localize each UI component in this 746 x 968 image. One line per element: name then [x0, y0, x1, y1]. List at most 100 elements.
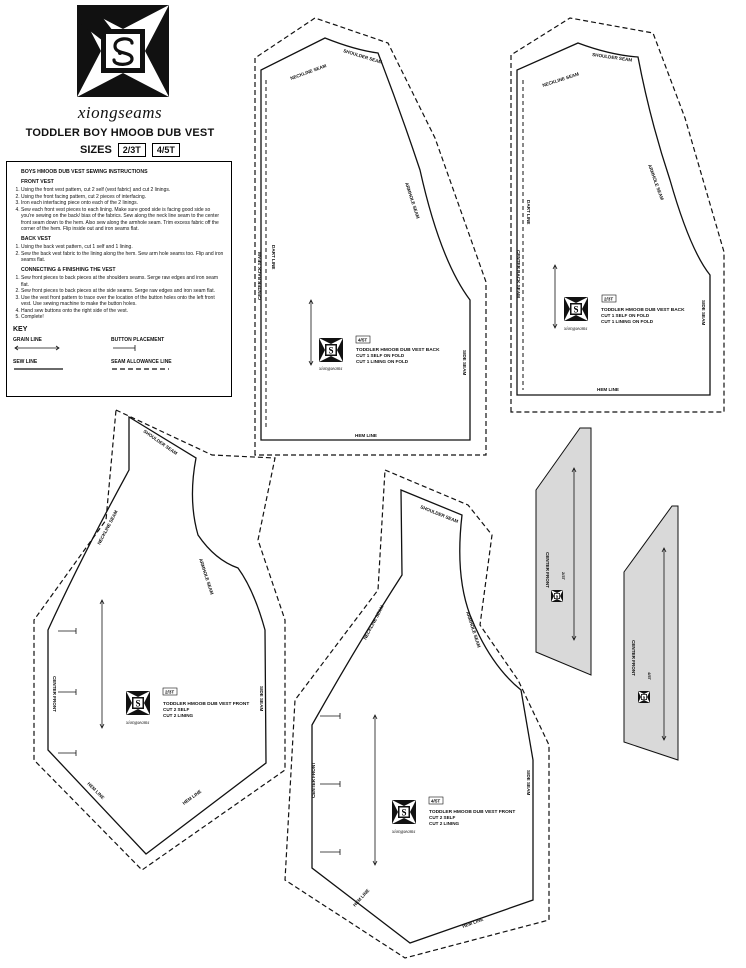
label-cf-facing-2t: CENTER FRONT — [545, 552, 550, 588]
facing-4t-size: 4/5T — [647, 672, 652, 681]
label-hem-front-4t-b: HEM LINE — [462, 917, 484, 929]
connect-steps: Sew front pieces to back pieces at the s… — [13, 275, 225, 321]
label-neckline-back-2t: NECKLINE SEAM — [542, 71, 580, 88]
label-hem-back-4t: HEM LINE — [355, 433, 377, 438]
label-side-back-2t: SIDE SEAM — [701, 300, 706, 325]
button-placement-icon — [113, 345, 136, 351]
front-4t-size: 4/5T — [431, 799, 440, 804]
label-cb-back-2t: CENTER BACK SEAM — [516, 250, 521, 298]
back-4t-brand: xiongseams — [318, 367, 342, 372]
label-neckline-front-2t: NECKLINE SEAM — [96, 509, 118, 545]
sew-line-icon — [14, 368, 63, 370]
list-item: Sew the back vest fabric to the lining a… — [21, 251, 225, 264]
label-side-front-2t: SIDE SEAM — [259, 686, 264, 711]
label-hem-front-2t-b: HEM LINE — [182, 789, 203, 806]
front-2t-size: 2/3T — [165, 690, 174, 695]
label-shoulder-front-2t: SHOULDER SEAM — [142, 429, 178, 456]
list-item: Using the back vest pattern, cut 1 self … — [21, 244, 225, 251]
front-steps: Using the front vest pattern, cut 2 self… — [13, 187, 225, 233]
front-2t-name: TODDLER HMOOB DUB VEST FRONT — [163, 701, 249, 707]
back-2t-size: 2/3T — [604, 297, 613, 302]
size-option-2t: 2/3T — [117, 143, 146, 157]
facing-piece-4t — [623, 505, 679, 761]
label-side-back-4t: SIDE SEAM — [462, 350, 467, 375]
back-piece-4t — [254, 17, 487, 456]
back-2t-brand: xiongseams — [563, 327, 587, 332]
back-4t-size: 4/5T — [358, 338, 367, 343]
page-title: TODDLER BOY HMOOB DUB VEST — [25, 127, 215, 139]
key-sew-label: SEW LINE — [13, 359, 38, 365]
size-option-4t: 4/5T — [151, 143, 180, 157]
front-4t-name: TODDLER HMOOB DUB VEST FRONT — [429, 809, 515, 815]
grain-line-icon — [14, 345, 60, 351]
list-item: Using the front vest pattern, cut 2 self… — [21, 187, 225, 194]
back-2t-cut2: CUT 1 LINING ON FOLD — [601, 319, 654, 324]
label-armhole-front-4t: ARMHOLE SEAM — [465, 611, 481, 649]
list-item: Complete! — [21, 314, 225, 321]
label-cf-front-4t: CENTER FRONT — [311, 762, 316, 798]
key-grain-label: GRAIN LINE — [13, 337, 42, 343]
key-legend: GRAIN LINE BUTTON PLACEMENT SEW LINE SEA… — [13, 333, 225, 383]
instructions-heading: BOYS HMOOB DUB VEST SEWING INSTRUCTIONS — [21, 169, 148, 175]
back-2t-name: TODDLER HMOOB DUB VEST BACK — [601, 307, 685, 313]
sizes-label: SIZES — [80, 144, 112, 156]
list-item: Iron each interfacing piece onto each of… — [21, 200, 225, 207]
label-armhole-back-2t: ARMHOLE SEAM — [647, 164, 665, 201]
section-connect-title: CONNECTING & FINISHING THE VEST — [21, 266, 116, 273]
piece-logo-back-4t — [319, 338, 343, 362]
seam-allowance-icon — [112, 368, 169, 370]
piece-logo-back-2t — [564, 297, 588, 321]
front-2t-cut1: CUT 2 SELF — [163, 707, 189, 712]
label-neckline-front-4t: NECKLINE SEAM — [362, 604, 384, 640]
back-2t-cut1: CUT 1 SELF ON FOLD — [601, 313, 650, 318]
back-4t-cut2: CUT 1 LINING ON FOLD — [356, 359, 409, 364]
back-4t-cut1: CUT 1 SELF ON FOLD — [356, 353, 405, 358]
front-piece-2t — [33, 409, 286, 871]
label-cf-facing-4t: CENTER FRONT — [631, 640, 636, 676]
key-button-label: BUTTON PLACEMENT — [111, 337, 165, 343]
brand-name: xiongseams — [77, 103, 163, 122]
piece-logo-facing-4t — [638, 691, 650, 703]
label-side-front-4t: SIDE SEAM — [526, 770, 531, 795]
list-item: Use the vest front pattern to trace over… — [21, 295, 225, 308]
label-hem-back-2t: HEM LINE — [597, 387, 619, 392]
front-2t-brand: xiongseams — [125, 721, 149, 726]
back-piece-2t — [510, 17, 725, 413]
piece-logo-front-2t — [126, 691, 150, 715]
front-4t-cut1: CUT 2 SELF — [429, 815, 455, 820]
label-armhole-back-4t: ARMHOLE SEAM — [404, 182, 420, 220]
list-item: Sew each front vest pieces to each linin… — [21, 207, 225, 233]
label-hem-front-2t-a: HEM LINE — [86, 781, 105, 800]
label-shoulder-front-4t: SHOULDER SEAM — [420, 504, 459, 524]
size-selector: SIZES 2/3T 4/5T — [80, 143, 180, 157]
list-item: Sew front pieces to back pieces at the s… — [21, 288, 225, 295]
label-shoulder-back-2t: SHOULDER SEAM — [592, 52, 633, 63]
key-title: KEY — [13, 325, 28, 333]
front-piece-4t — [284, 469, 550, 959]
list-item: Using the front facing pattern, cut 2 pi… — [21, 194, 225, 201]
front-4t-cut2: CUT 2 LINING — [429, 821, 460, 826]
section-front-title: FRONT VEST — [21, 178, 54, 185]
facing-2t-size: 2/3T — [561, 572, 566, 581]
back-steps: Using the back vest pattern, cut 1 self … — [13, 244, 225, 264]
key-seam-label: SEAM ALLOWANCE LINE — [111, 359, 172, 365]
list-item: Sew front pieces to back pieces at the s… — [21, 275, 225, 288]
facing-piece-2t — [535, 427, 592, 676]
label-armhole-front-2t: ARMHOLE SEAM — [198, 558, 214, 596]
label-dart-back-4t: DART LINE — [271, 245, 276, 270]
front-4t-brand: xiongseams — [391, 830, 415, 835]
front-2t-cut2: CUT 2 LINING — [163, 713, 194, 718]
piece-logo-facing-2t — [551, 590, 563, 602]
label-cf-front-2t: CENTER FRONT — [52, 676, 57, 712]
brand-logo — [77, 5, 169, 97]
back-4t-name: TODDLER HMOOB DUB VEST BACK — [356, 347, 440, 353]
label-neckline-back-4t: NECKLINE SEAM — [290, 63, 328, 81]
piece-logo-front-4t — [392, 800, 416, 824]
label-hem-front-4t-a: HEM LINE — [352, 888, 370, 908]
label-dart-back-2t: DART LINE — [526, 200, 531, 225]
label-cb-back-4t: CENTER BACK SEAM — [257, 252, 262, 300]
instructions-panel: BOYS HMOOB DUB VEST SEWING INSTRUCTIONS … — [6, 161, 232, 397]
list-item: Hand sew buttons onto the right side of … — [21, 308, 225, 315]
section-back-title: BACK VEST — [21, 235, 51, 242]
